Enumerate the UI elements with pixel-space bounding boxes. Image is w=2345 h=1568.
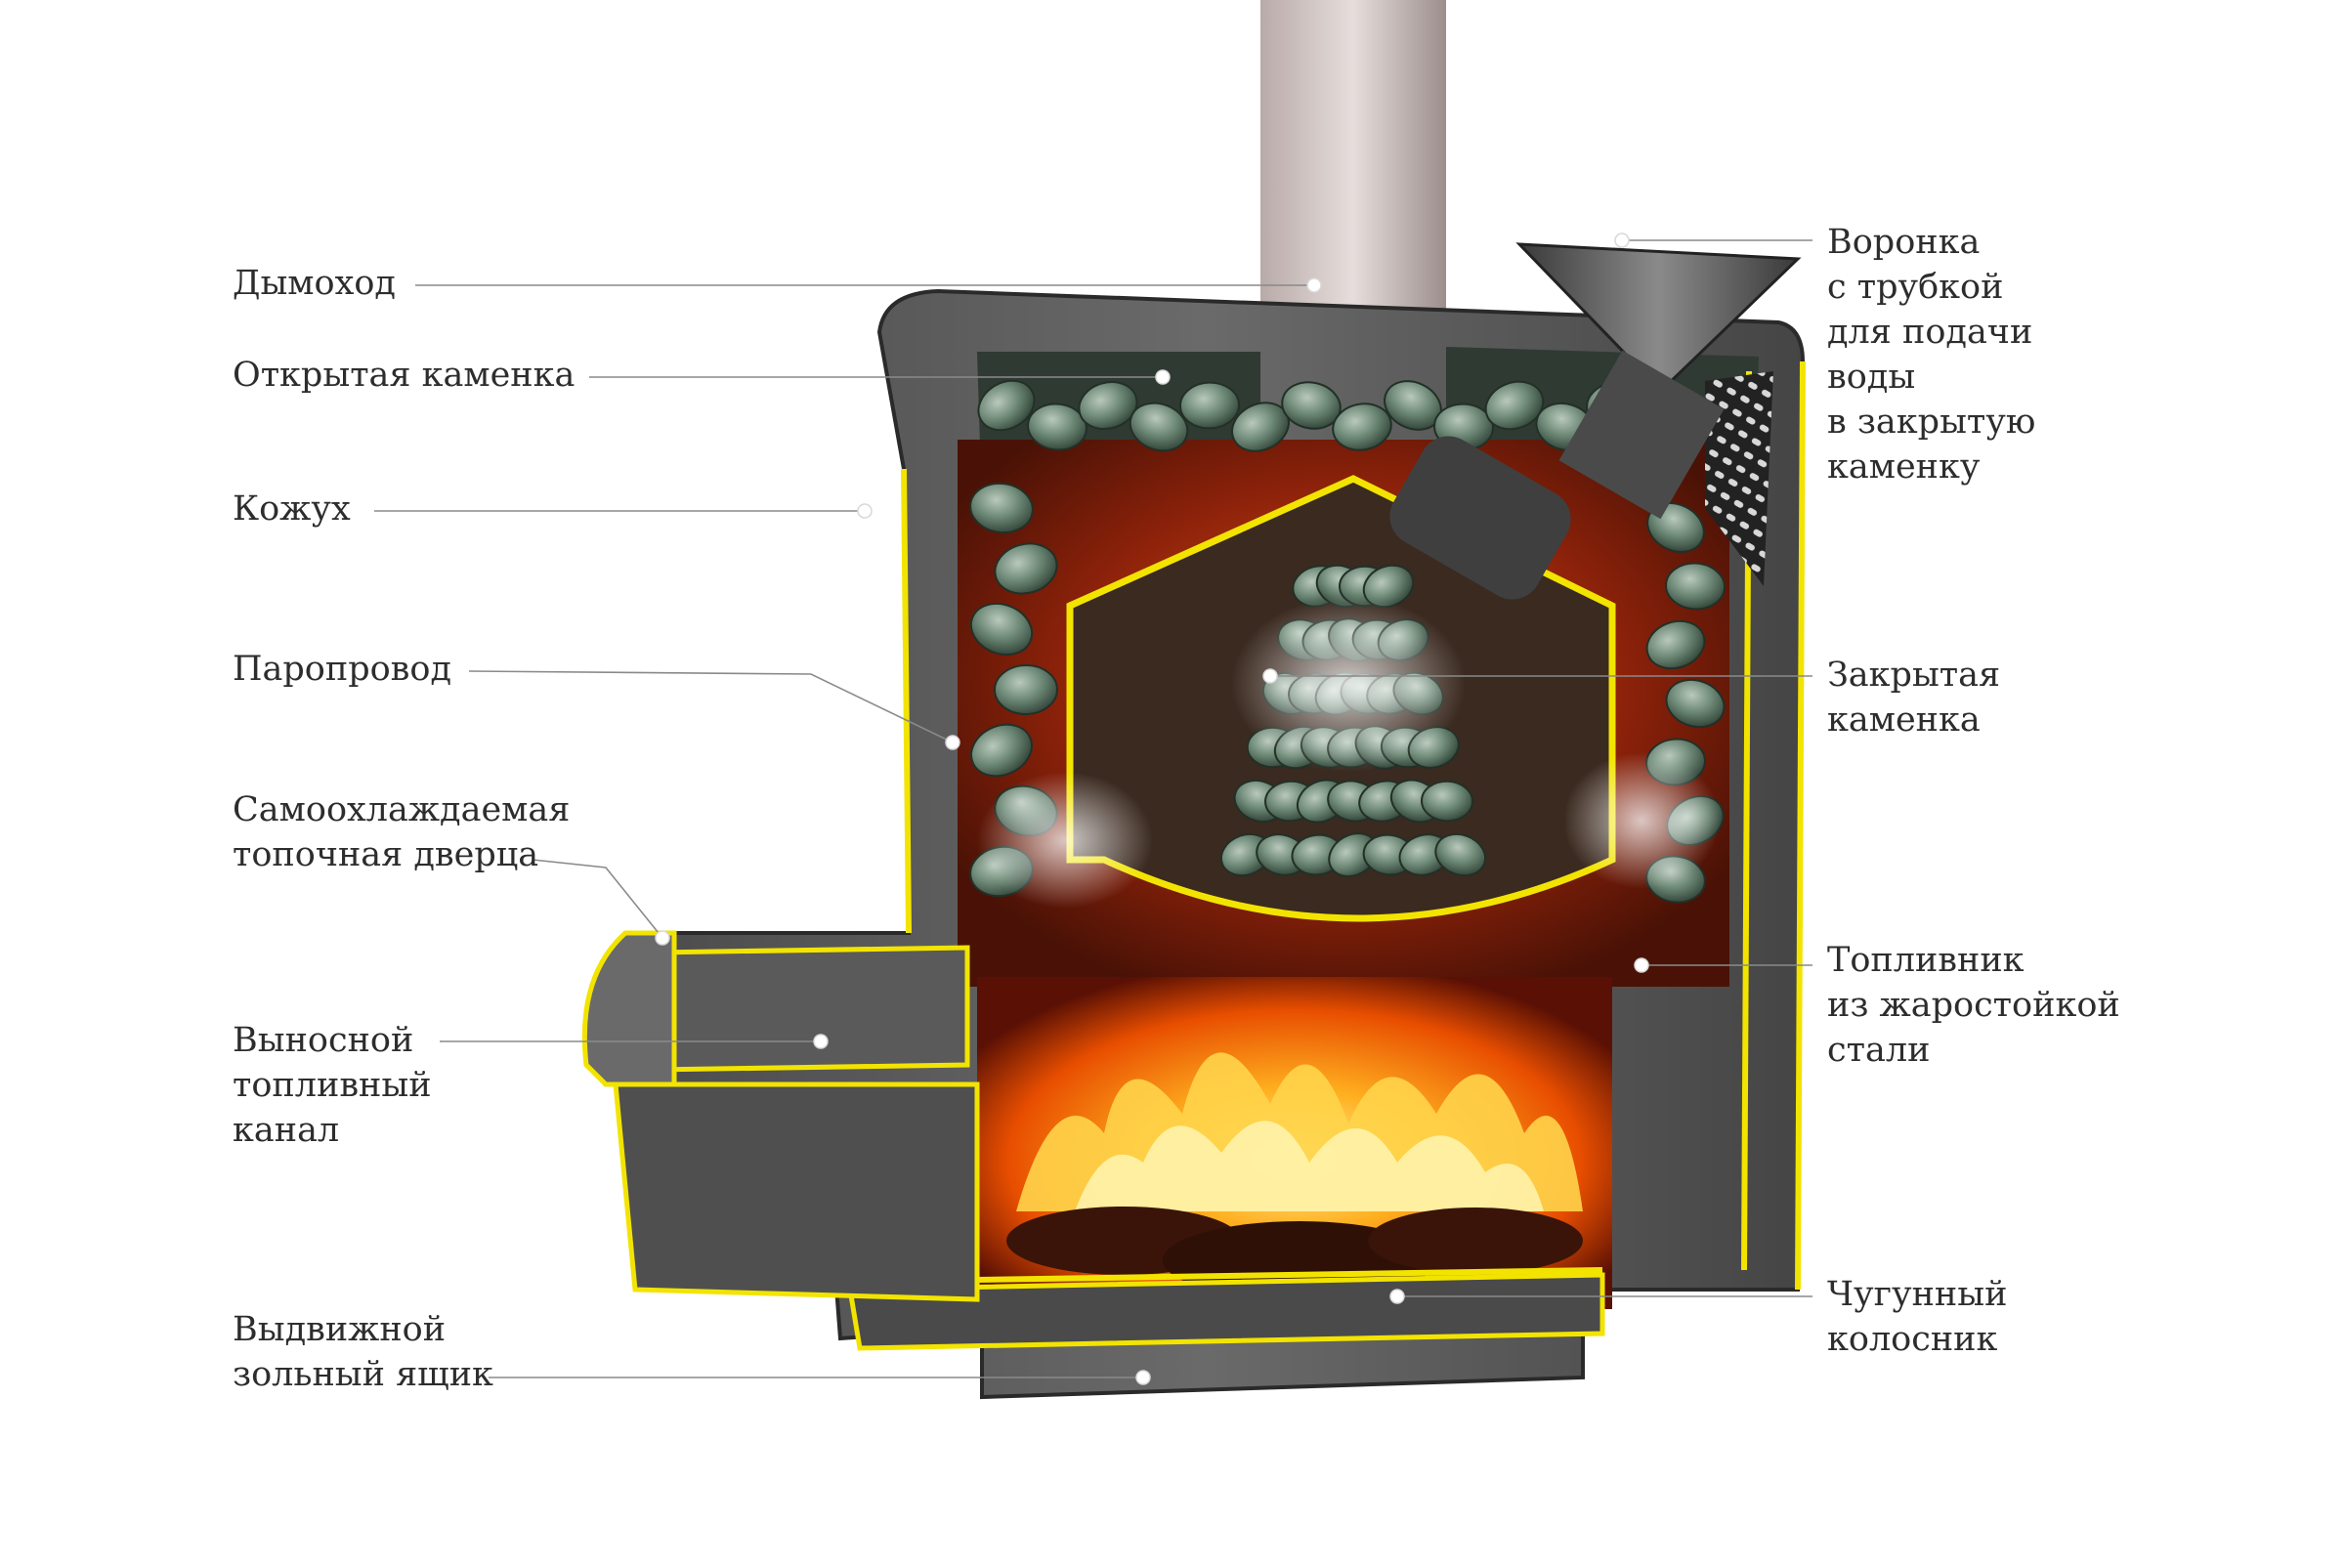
stone: [969, 482, 1034, 534]
leader-lines: [374, 233, 1812, 1385]
steam: [977, 596, 1720, 909]
stone: [1078, 381, 1138, 430]
leader-steam-duct-dot: [945, 735, 960, 750]
stone: [1484, 380, 1545, 431]
stone: [1645, 619, 1706, 670]
leader-remote-fuel-channel-dot: [813, 1034, 829, 1049]
fuel-channel-lower: [613, 1081, 980, 1302]
label-steam-duct: Паропровод: [233, 650, 451, 689]
label-grate: Чугунный колосник: [1827, 1275, 2008, 1359]
stone: [1179, 381, 1240, 430]
stone: [1665, 562, 1726, 611]
label-closed-stone-box: Закрытая каменка: [1827, 656, 2001, 740]
stone: [1332, 403, 1392, 451]
stone: [977, 379, 1036, 432]
stone: [1027, 403, 1087, 451]
stone: [1129, 402, 1189, 452]
label-chimney: Дымоход: [233, 264, 396, 303]
leader-self-cooling-door: [532, 859, 663, 939]
label-casing: Кожух: [233, 489, 351, 529]
remote-fuel-channel: [652, 945, 970, 1073]
leader-chimney-dot: [1306, 277, 1322, 293]
stone: [994, 542, 1058, 595]
label-remote-fuel-channel: Выносной топливный канал: [233, 1021, 432, 1150]
leader-firebox-dot: [1634, 957, 1649, 973]
stone: [1434, 832, 1487, 877]
label-funnel: Воронка с трубкой для подачи воды в закр…: [1827, 223, 2036, 487]
cast-iron-grate: [976, 1267, 1603, 1283]
label-open-stone-box: Открытая каменка: [233, 356, 576, 395]
leader-self-cooling-door-dot: [655, 930, 670, 946]
leader-funnel-dot: [1614, 233, 1630, 248]
leader-steam-duct: [468, 670, 954, 743]
leader-casing-dot: [857, 503, 873, 519]
stone: [1281, 381, 1342, 430]
stone: [994, 664, 1058, 715]
stone: [970, 723, 1033, 778]
label-self-cooling-door: Самоохлаждаемая топочная дверца: [233, 790, 571, 874]
leader-grate-dot: [1389, 1289, 1405, 1304]
leader-open-stone-box-dot: [1155, 369, 1171, 385]
leader-ash-drawer-dot: [1135, 1370, 1151, 1385]
side-mesh: [1705, 371, 1773, 586]
leader-closed-stone-box-dot: [1262, 668, 1278, 684]
label-firebox: Топливник из жаростойкой стали: [1827, 941, 2120, 1070]
label-ash-drawer: Выдвижной зольный ящик: [233, 1310, 493, 1394]
stone: [1421, 780, 1473, 823]
stone: [1665, 678, 1726, 729]
water-funnel: [1389, 242, 1802, 600]
fire-door: [581, 930, 677, 1087]
stone: [969, 602, 1034, 657]
flames: [1016, 1052, 1583, 1211]
ash-drawer: [847, 1272, 1605, 1351]
